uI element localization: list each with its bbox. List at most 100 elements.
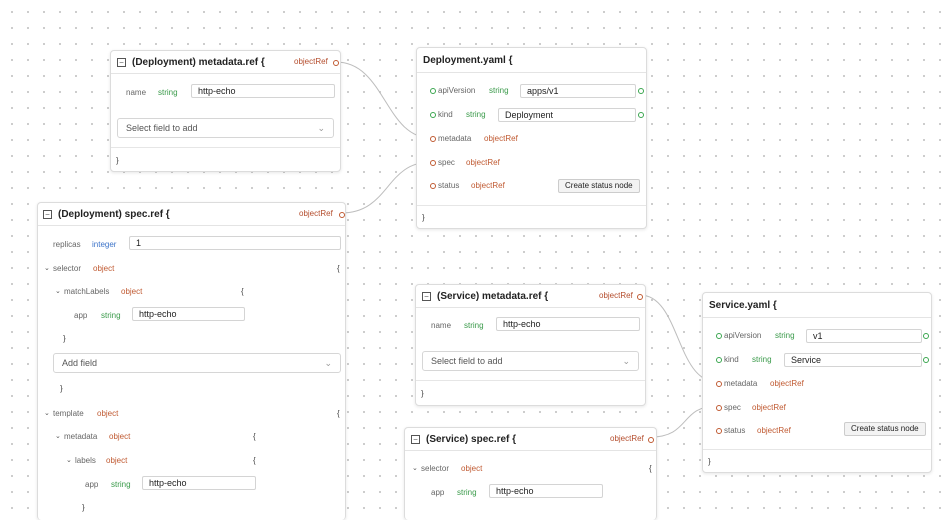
output-handle[interactable] — [333, 60, 339, 66]
template-app-input[interactable]: http-echo — [142, 476, 256, 490]
select-field-dropdown[interactable]: Select field to add ⌄ — [422, 351, 639, 371]
field-label-selector: selector — [421, 464, 450, 473]
field-type-objectref: objectRef — [471, 181, 505, 190]
name-input[interactable]: http-echo — [496, 317, 640, 331]
open-brace: { — [649, 464, 652, 473]
field-label-app: app — [74, 311, 88, 320]
field-type-object: object — [109, 432, 131, 441]
output-handle-apiversion[interactable] — [923, 333, 929, 339]
field-label-apiversion: apiVersion — [724, 331, 762, 340]
create-status-node-button[interactable]: Create status node — [844, 422, 926, 436]
field-label-metadata: metadata — [724, 379, 758, 388]
output-handle-kind[interactable] — [923, 357, 929, 363]
node-header — [417, 48, 646, 73]
kind-input[interactable]: Service — [784, 353, 922, 367]
field-type-string: string — [158, 88, 178, 97]
input-handle-spec[interactable] — [430, 160, 436, 166]
field-label-app: app — [85, 480, 99, 489]
node-divider — [416, 380, 645, 381]
node-title: (Service) metadata.ref { — [437, 291, 549, 302]
field-type-objectref: objectRef — [757, 426, 791, 435]
closing-brace: } — [422, 213, 425, 222]
node-title: (Service) spec.ref { — [426, 434, 517, 445]
field-type-objectref: objectRef — [770, 379, 804, 388]
collapse-icon[interactable]: − — [411, 435, 420, 444]
field-label-template: template — [53, 409, 84, 418]
input-handle-status[interactable] — [716, 428, 722, 434]
field-type-integer: integer — [92, 240, 117, 249]
input-handle-apiversion[interactable] — [430, 88, 436, 94]
create-status-node-button[interactable]: Create status node — [558, 179, 640, 193]
node-title: (Deployment) metadata.ref { — [132, 57, 265, 68]
field-type-objectref: objectRef — [752, 403, 786, 412]
input-handle-apiversion[interactable] — [716, 333, 722, 339]
field-type-objectref: objectRef — [466, 158, 500, 167]
input-handle-metadata[interactable] — [716, 381, 722, 387]
app-input[interactable]: http-echo — [132, 307, 245, 321]
field-label-selector: selector — [53, 264, 82, 273]
output-handle-kind[interactable] — [638, 112, 644, 118]
field-label-metadata: metadata — [64, 432, 98, 441]
input-handle-kind[interactable] — [430, 112, 436, 118]
output-handle[interactable] — [339, 212, 345, 218]
output-handle[interactable] — [648, 437, 654, 443]
collapse-icon[interactable]: − — [43, 210, 52, 219]
node-title: (Deployment) spec.ref { — [58, 209, 170, 220]
node-deployment-yaml[interactable]: Deployment.yaml { apiVersion string apps… — [416, 47, 647, 229]
expand-metadata-icon[interactable]: ⌄ — [55, 433, 61, 440]
add-field-label: Add field — [62, 358, 98, 368]
replicas-input[interactable]: 1 — [129, 236, 341, 250]
select-placeholder: Select field to add — [431, 356, 503, 366]
add-field-dropdown[interactable]: Add field ⌄ — [53, 353, 341, 373]
node-deployment-spec-ref[interactable]: − (Deployment) spec.ref { objectRef repl… — [37, 202, 346, 520]
field-label-spec: spec — [438, 158, 455, 167]
apiversion-input[interactable]: v1 — [806, 329, 922, 343]
output-handle-apiversion[interactable] — [638, 88, 644, 94]
field-type-string: string — [775, 331, 795, 340]
kind-input[interactable]: Deployment — [498, 108, 636, 122]
name-input[interactable]: http-echo — [191, 84, 335, 98]
node-header — [416, 285, 645, 308]
node-header — [703, 293, 931, 318]
select-field-dropdown[interactable]: Select field to add ⌄ — [117, 118, 334, 138]
output-handle[interactable] — [637, 294, 643, 300]
open-brace: { — [337, 409, 340, 418]
input-handle-metadata[interactable] — [430, 136, 436, 142]
field-type-string: string — [466, 110, 486, 119]
expand-matchlabels-icon[interactable]: ⌄ — [55, 288, 61, 295]
field-type-objectref: objectRef — [484, 134, 518, 143]
field-label-matchlabels: matchLabels — [64, 287, 110, 296]
apiversion-input[interactable]: apps/v1 — [520, 84, 636, 98]
closing-brace: } — [421, 389, 424, 398]
field-type-string: string — [464, 321, 484, 330]
expand-labels-icon[interactable]: ⌄ — [66, 457, 72, 464]
input-handle-kind[interactable] — [716, 357, 722, 363]
field-label-labels: labels — [75, 456, 96, 465]
input-handle-status[interactable] — [430, 183, 436, 189]
app-input[interactable]: http-echo — [489, 484, 603, 498]
collapse-icon[interactable]: − — [422, 292, 431, 301]
node-service-spec-ref[interactable]: − (Service) spec.ref { objectRef ⌄ selec… — [404, 427, 657, 520]
node-deployment-metadata-ref[interactable]: − (Deployment) metadata.ref { objectRef … — [110, 50, 341, 172]
closing-brace: } — [60, 384, 63, 393]
node-service-metadata-ref[interactable]: − (Service) metadata.ref { objectRef nam… — [415, 284, 646, 406]
field-label-apiversion: apiVersion — [438, 86, 476, 95]
node-service-yaml[interactable]: Service.yaml { apiVersion string v1 kind… — [702, 292, 932, 473]
field-label-name: name — [126, 88, 147, 97]
collapse-icon[interactable]: − — [117, 58, 126, 67]
field-type-object: object — [121, 287, 143, 296]
open-brace: { — [253, 456, 256, 465]
chevron-down-icon: ⌄ — [622, 356, 630, 366]
expand-selector-icon[interactable]: ⌄ — [44, 265, 50, 272]
field-label-status: status — [724, 426, 746, 435]
closing-brace: } — [82, 503, 85, 512]
input-handle-spec[interactable] — [716, 405, 722, 411]
closing-brace: } — [708, 457, 711, 466]
expand-template-icon[interactable]: ⌄ — [44, 410, 50, 417]
open-brace: { — [337, 264, 340, 273]
field-type-object: object — [461, 464, 483, 473]
chevron-down-icon: ⌄ — [317, 123, 325, 133]
node-title: Deployment.yaml { — [423, 55, 513, 66]
expand-selector-icon[interactable]: ⌄ — [412, 465, 418, 472]
field-type-string: string — [752, 355, 772, 364]
